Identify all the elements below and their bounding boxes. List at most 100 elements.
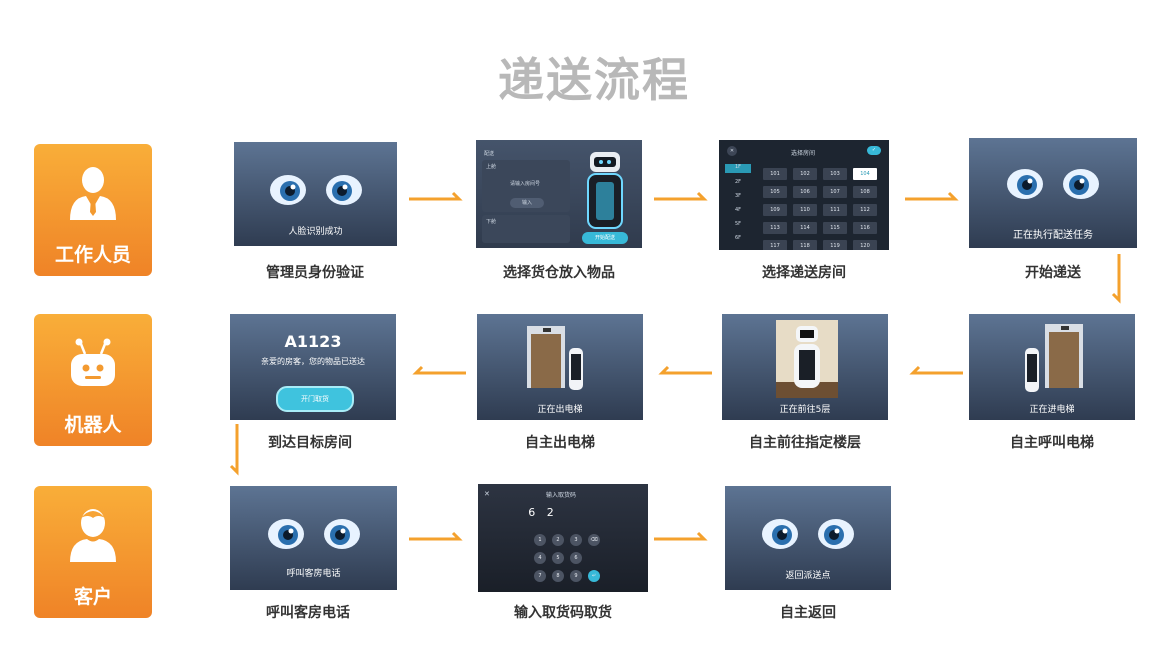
step-caption: 呼叫客房电话 <box>266 605 350 621</box>
step-pickup-code-screen: ✕ 输入取货码 6 2 1 2 3 ⌫ 4 5 6 7 8 9 ↵ <box>478 484 648 592</box>
status-text: 呼叫客房电话 <box>286 569 341 579</box>
status-text: 正在前往5层 <box>779 405 831 415</box>
input-button[interactable]: 输入 <box>510 198 544 208</box>
step-select-compartment-screen: 配送 上舱 请输入房间号 输入 下舱 开始配送 <box>476 140 642 248</box>
room-cell[interactable]: 118 <box>793 240 817 250</box>
screen-header: 输入取货码 <box>546 492 577 499</box>
step-caption: 选择递送房间 <box>762 265 846 281</box>
floor-item[interactable]: 2F <box>734 179 742 185</box>
step-exit-elevator-screen: 正在出电梯 <box>477 314 643 420</box>
room-hint: 请输入房间号 <box>510 181 541 187</box>
step-caption: 自主前往指定楼层 <box>749 435 861 451</box>
room-cell[interactable]: 108 <box>853 186 877 198</box>
floor-item[interactable]: 4F <box>734 207 742 213</box>
role-robot: 机器人 <box>34 314 152 446</box>
step-caption: 到达目标房间 <box>268 435 352 451</box>
room-cell[interactable]: 111 <box>823 204 847 216</box>
room-cell[interactable]: 112 <box>853 204 877 216</box>
room-cell[interactable]: 106 <box>793 186 817 198</box>
delete-key-icon[interactable]: ⌫ <box>588 534 600 546</box>
keypad-key[interactable]: 9 <box>570 570 582 582</box>
delivered-message: 亲爱的房客，您的物品已送达 <box>261 357 365 366</box>
room-cell[interactable]: 119 <box>823 240 847 250</box>
person-tie-icon <box>70 167 116 220</box>
arrow-right-icon <box>409 191 463 201</box>
arrow-right-icon <box>409 531 463 541</box>
role-staff: 工作人员 <box>34 144 152 276</box>
room-cell[interactable]: 113 <box>763 222 787 234</box>
floor-item[interactable]: 1F <box>725 164 751 173</box>
step-face-auth-screen: 人脸识别成功 <box>234 142 397 246</box>
arrow-left-icon <box>412 365 466 375</box>
elevator-illustration <box>1025 324 1083 392</box>
step-caption: 自主呼叫电梯 <box>1010 435 1094 451</box>
floor-item[interactable]: 5F <box>734 221 742 227</box>
keypad-key[interactable]: 5 <box>552 552 564 564</box>
robot-eyes-icon <box>1003 162 1103 202</box>
room-cell[interactable]: 120 <box>853 240 877 250</box>
close-icon[interactable]: ✕ <box>727 146 737 156</box>
room-cell-selected[interactable]: 104 <box>853 168 877 180</box>
confirm-check-icon[interactable]: ✓ <box>867 146 881 155</box>
step-arrived-screen: A1123 亲爱的房客，您的物品已送达 开门取货 <box>230 314 396 420</box>
room-cell[interactable]: 101 <box>763 168 787 180</box>
room-number: A1123 <box>284 332 342 351</box>
status-text: 正在出电梯 <box>537 405 583 415</box>
robot-illustration <box>587 152 623 229</box>
room-cell[interactable]: 102 <box>793 168 817 180</box>
floor-item[interactable]: 3F <box>734 193 742 199</box>
compartment-bottom-label: 下舱 <box>486 219 497 225</box>
step-caption: 管理员身份验证 <box>266 265 364 281</box>
arrow-right-icon <box>654 191 708 201</box>
confirm-key-icon[interactable]: ↵ <box>588 570 600 582</box>
keypad-key[interactable]: 4 <box>534 552 546 564</box>
screen-header: 配送 <box>484 151 495 157</box>
robot-eyes-icon <box>264 512 364 552</box>
screen-header: 选择房间 <box>791 150 816 157</box>
keypad-key[interactable]: 2 <box>552 534 564 546</box>
room-cell[interactable]: 110 <box>793 204 817 216</box>
room-cell[interactable]: 103 <box>823 168 847 180</box>
arrow-right-icon <box>654 531 708 541</box>
step-caption: 自主返回 <box>780 605 836 621</box>
robot-icon <box>71 338 115 386</box>
step-caption: 选择货仓放入物品 <box>503 265 615 281</box>
open-door-button[interactable]: 开门取货 <box>276 386 354 412</box>
role-guest: 客户 <box>34 486 152 618</box>
role-label: 工作人员 <box>54 244 131 266</box>
arrow-down-icon <box>229 424 239 476</box>
close-icon[interactable]: ✕ <box>484 490 490 498</box>
step-call-elevator-screen: 正在进电梯 <box>969 314 1135 420</box>
elevator-illustration <box>527 326 583 390</box>
page-title: 递送流程 <box>498 53 690 107</box>
step-start-delivery-screen: 正在执行配送任务 <box>969 138 1137 248</box>
keypad-key[interactable]: 7 <box>534 570 546 582</box>
status-text: 返回派送点 <box>785 571 831 581</box>
step-select-room-screen: ✕ 选择房间 ✓ 1F 2F 3F 4F 5F 6F 101 102 103 1… <box>719 140 889 250</box>
keypad-key[interactable]: 6 <box>570 552 582 564</box>
role-label: 客户 <box>73 586 112 608</box>
room-cell[interactable]: 116 <box>853 222 877 234</box>
room-cell[interactable]: 105 <box>763 186 787 198</box>
keypad-key[interactable]: 3 <box>570 534 582 546</box>
start-delivery-button[interactable]: 开始配送 <box>582 232 628 244</box>
room-cell[interactable]: 117 <box>763 240 787 250</box>
floor-item[interactable]: 6F <box>734 235 742 241</box>
step-return-screen: 返回派送点 <box>725 486 891 590</box>
room-cell[interactable]: 114 <box>793 222 817 234</box>
status-text: 正在进电梯 <box>1029 405 1075 415</box>
keypad-key[interactable]: 8 <box>552 570 564 582</box>
step-call-phone-screen: 呼叫客房电话 <box>230 486 397 590</box>
room-cell[interactable]: 107 <box>823 186 847 198</box>
arrow-left-icon <box>658 365 712 375</box>
person-icon <box>70 509 116 562</box>
status-text: 正在执行配送任务 <box>1013 230 1093 241</box>
pickup-code-input[interactable]: 6 2 <box>528 506 558 519</box>
keypad-key[interactable]: 1 <box>534 534 546 546</box>
elevator-interior-illustration <box>776 320 838 398</box>
step-go-floor-screen: 正在前往5层 <box>722 314 888 420</box>
room-cell[interactable]: 109 <box>763 204 787 216</box>
compartment-top-label: 上舱 <box>486 164 497 170</box>
room-cell[interactable]: 115 <box>823 222 847 234</box>
arrow-right-icon <box>905 191 959 201</box>
